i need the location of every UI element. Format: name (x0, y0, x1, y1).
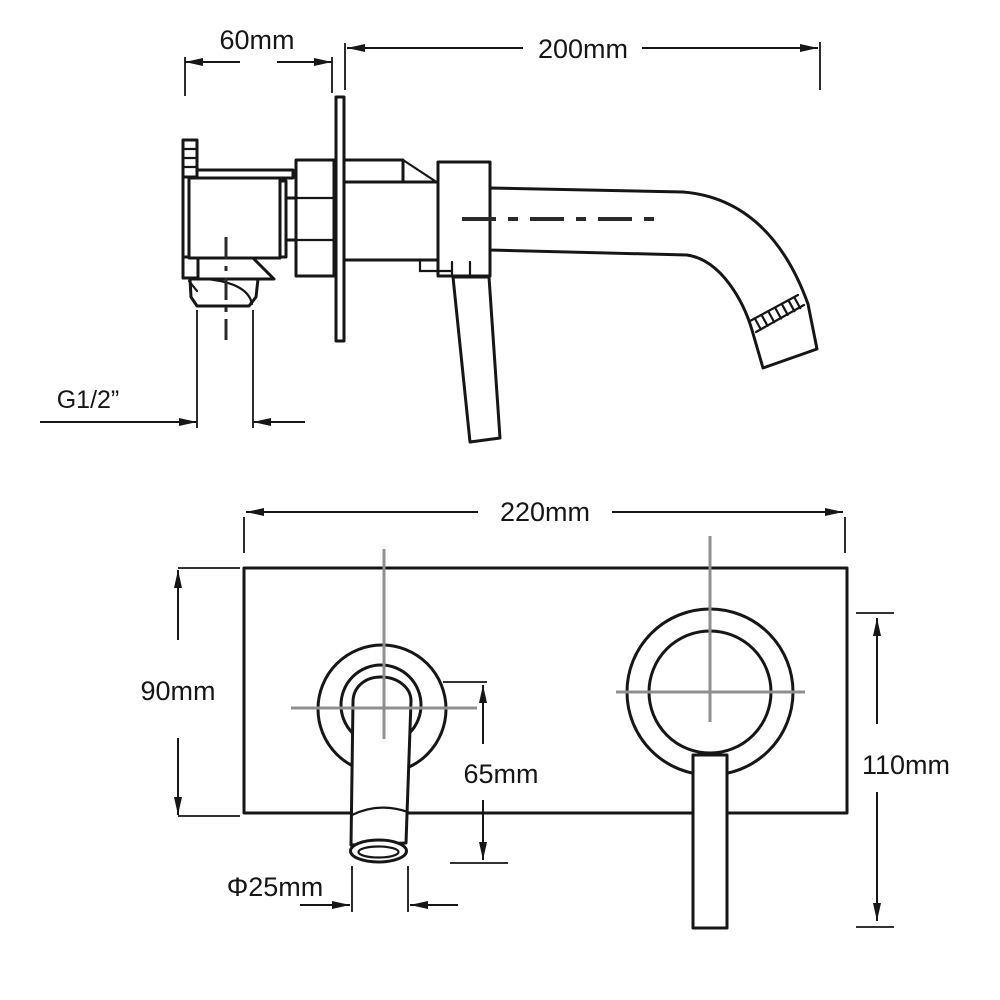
spout-holder-block (342, 180, 440, 262)
spout-tip-inner (357, 845, 400, 859)
dim-25mm: Φ25mm (227, 866, 458, 912)
lower-fitting (181, 255, 200, 280)
handle-lever-side (451, 275, 502, 444)
mounting-sleeve (294, 158, 336, 278)
dim-220mm: 220mm (243, 497, 846, 553)
aerator-knurl (753, 296, 802, 331)
dim-90mm-label: 90mm (140, 676, 215, 706)
valve-body (187, 176, 282, 260)
dim-25mm-label: Φ25mm (227, 872, 324, 902)
sleeve-lines (294, 196, 336, 242)
front-view: 220mm 90mm 65mm 110mm Φ25mm (140, 497, 950, 930)
pivot-joint-lines (418, 258, 472, 278)
dim-110mm: 110mm (856, 612, 950, 928)
spout-tube-joint-arc (350, 806, 410, 817)
dim-110mm-label: 110mm (862, 750, 950, 780)
dim-220mm-label: 220mm (500, 497, 590, 527)
thread-lines (181, 147, 199, 169)
dim-65mm: 65mm (443, 681, 539, 864)
spout-tube-front (349, 675, 413, 847)
holder-top-tab (342, 158, 405, 184)
dim-200mm: 200mm (344, 34, 821, 90)
dim-60mm: 60mm (184, 25, 333, 96)
dim-g12-label: G1/2” (57, 386, 120, 414)
spout (488, 186, 819, 370)
outlet-cup (188, 277, 260, 308)
dim-200mm-label: 200mm (538, 34, 628, 64)
dim-90mm: 90mm (140, 567, 240, 817)
dim-60mm-label: 60mm (219, 25, 294, 55)
dim-65mm-label: 65mm (463, 759, 538, 789)
outlet-chamfer (187, 279, 199, 293)
handle-lever-front (691, 753, 729, 930)
side-view: 60mm 200mm G1/2” (40, 25, 821, 444)
outlet-elbow (196, 256, 276, 281)
holder-chamfer (401, 158, 440, 185)
dim-g12: G1/2” (40, 310, 305, 428)
outlet-inner-arc (204, 277, 254, 306)
